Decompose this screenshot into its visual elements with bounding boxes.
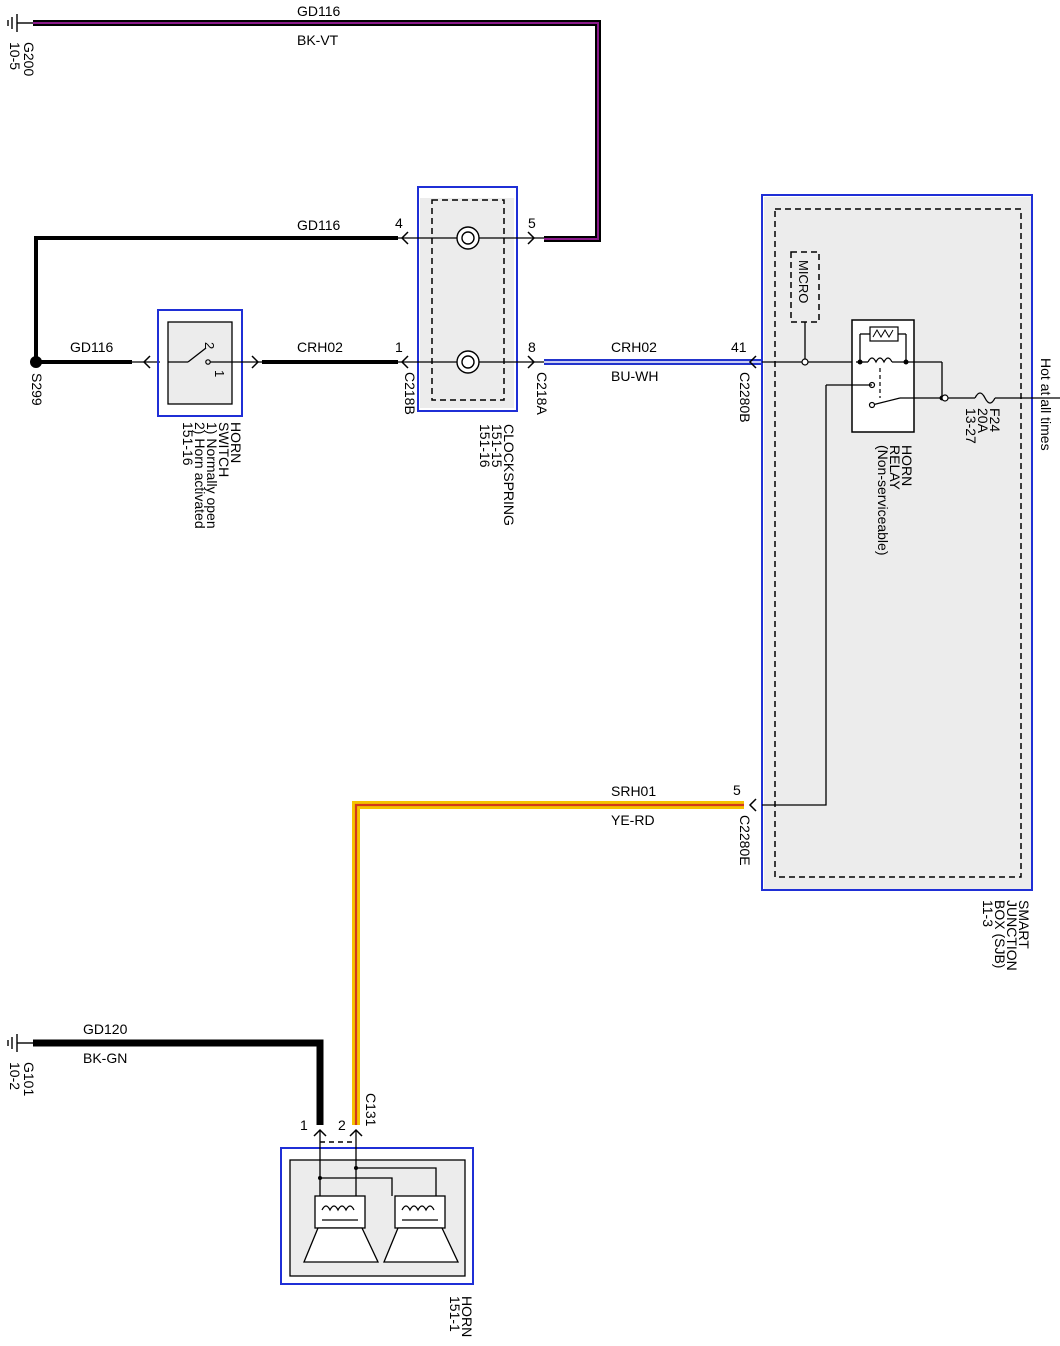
smart-junction-box: SMART JUNCTION BOX (SJB) 11-3 41 C2280B … xyxy=(731,194,1033,971)
horn-line-1: HORN xyxy=(459,1296,475,1337)
ground-g200: G200 10-5 xyxy=(7,14,37,76)
connector-c218b: C218B xyxy=(402,372,418,415)
sjb-line-4: 11-3 xyxy=(980,900,996,927)
sjb-line-2: JUNCTION xyxy=(1004,900,1020,971)
sjb-line-1: SMART xyxy=(1016,900,1032,949)
micro-label: MICRO xyxy=(796,260,811,303)
wire-ye-rd xyxy=(352,801,744,1125)
horn-unit-right xyxy=(383,1195,460,1263)
g101-label: G101 xyxy=(21,1062,37,1096)
connector-c2280e: C2280E xyxy=(737,815,753,866)
sjb-line-3: BOX (SJB) xyxy=(992,900,1008,968)
relay-line-3: (Non-serviceable) xyxy=(875,445,891,555)
connector-c131: C131 xyxy=(363,1093,379,1127)
horn-switch-line-2: SWITCH xyxy=(216,422,232,477)
fuse-line-1: F24 xyxy=(987,408,1003,432)
connector-c218a: C218A xyxy=(534,372,550,415)
crh02-sjb-label: CRH02 xyxy=(611,339,657,355)
gd116-loop-label: GD116 xyxy=(297,217,341,233)
splice-label: S299 xyxy=(29,373,45,406)
clockspring-pin8: 8 xyxy=(528,339,536,355)
g200-ref: 10-5 xyxy=(7,42,23,70)
fuse-line-2: 20A xyxy=(975,408,991,434)
top-wire-color: BK-VT xyxy=(297,32,339,48)
sjb-pin5: 5 xyxy=(733,782,741,798)
clockspring-pin1: 1 xyxy=(395,339,403,355)
gd120-label: GD120 xyxy=(83,1021,128,1037)
hot-at-all-times: Hot at all times xyxy=(1038,358,1054,451)
splice-s299 xyxy=(30,356,42,368)
horn-switch-line-4: 2) Horn activated xyxy=(192,422,208,529)
horn-line-2: 151-1 xyxy=(447,1296,463,1332)
g101-ref: 10-2 xyxy=(7,1062,23,1090)
horn-switch-line-3: 1) Normally open xyxy=(204,422,220,529)
horn-switch-line-5: 151-16 xyxy=(180,422,196,466)
horn-switch: 2 1 HORN SWITCH 1) Normally open 2) Horn… xyxy=(132,309,262,529)
horn-pin2: 2 xyxy=(338,1117,346,1133)
g200-label: G200 xyxy=(21,42,37,76)
sjb-pin41: 41 xyxy=(731,339,747,355)
horn-switch-line-1: HORN xyxy=(228,422,244,463)
relay-line-1: HORN xyxy=(899,445,915,486)
crh02-switch-label: CRH02 xyxy=(297,339,343,355)
bu-wh-label: BU-WH xyxy=(611,368,658,384)
connector-c2280b: C2280B xyxy=(737,372,753,423)
switch-pin1: 1 xyxy=(212,370,227,377)
wire-bk-vt xyxy=(33,20,601,242)
relay-line-2: RELAY xyxy=(887,445,903,491)
ground-g101: G101 10-2 xyxy=(7,1034,37,1096)
ye-rd-label: YE-RD xyxy=(611,812,655,828)
switch-pin2: 2 xyxy=(202,342,217,349)
clockspring-line-1: CLOCKSPRING xyxy=(501,424,517,526)
wire-gd116-loop xyxy=(34,236,398,362)
gd116-splice-label: GD116 xyxy=(70,339,114,355)
horn-assembly: 1 2 C131 HORN 151-1 xyxy=(280,1093,475,1337)
wire-bk-gn xyxy=(33,1039,324,1125)
clockspring-pin5: 5 xyxy=(528,215,536,231)
fuse-line-3: 13-27 xyxy=(963,408,979,444)
clockspring: 4 5 1 8 C218B C218A CLOCKSPRING 151-15 1… xyxy=(395,186,550,526)
clockspring-line-2: 151-15 xyxy=(489,424,505,468)
top-wire-circuit: GD116 xyxy=(297,3,341,19)
horn-pin1: 1 xyxy=(300,1117,308,1133)
clockspring-pin4: 4 xyxy=(395,215,403,231)
bk-gn-label: BK-GN xyxy=(83,1050,127,1066)
srh01-label: SRH01 xyxy=(611,783,656,799)
clockspring-line-3: 151-16 xyxy=(477,424,493,468)
horn-unit-left xyxy=(303,1195,380,1263)
